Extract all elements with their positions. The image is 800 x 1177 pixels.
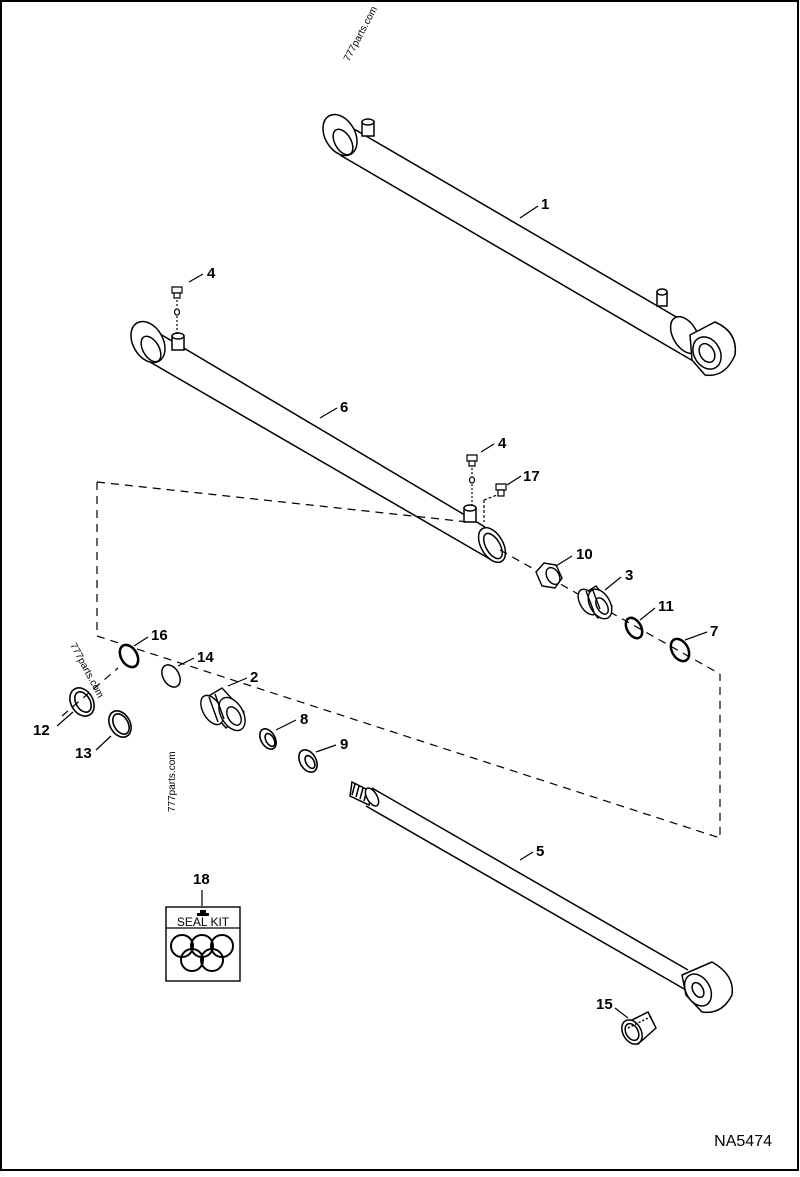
part-1-barrel[interactable]: [316, 108, 737, 377]
seal-kit-label: SEAL KIT: [177, 915, 230, 929]
seal-kit-icon: [197, 910, 209, 916]
callout-13: 13: [75, 745, 92, 762]
part-12-ring[interactable]: [65, 684, 99, 721]
callout-15: 15: [596, 996, 613, 1013]
part-2-head[interactable]: [196, 687, 250, 735]
callout-3: 3: [625, 567, 633, 584]
part-9-seal[interactable]: [295, 747, 321, 776]
callout-14: 14: [197, 649, 214, 666]
o-rings-icon: [170, 934, 234, 972]
callout-4-lower: 4: [498, 435, 507, 452]
part-17-plug[interactable]: [483, 483, 507, 522]
callout-7: 7: [710, 623, 718, 640]
part-18-seal-kit[interactable]: SEAL KIT: [165, 906, 241, 982]
part-11-ring[interactable]: [622, 615, 645, 641]
callout-5: 5: [536, 843, 544, 860]
part-16-ring[interactable]: [116, 642, 142, 671]
leader-lines: [56, 205, 708, 1019]
part-8-wiper[interactable]: [256, 726, 279, 752]
callout-12: 12: [33, 722, 50, 739]
part-10-nut[interactable]: [535, 562, 563, 589]
part-7-ring[interactable]: [667, 636, 693, 665]
callout-18: 18: [193, 871, 210, 888]
part-15-bushing[interactable]: [618, 1010, 657, 1048]
part-3-piston[interactable]: [574, 585, 617, 623]
callout-1: 1: [541, 196, 549, 213]
part-13-ring[interactable]: [104, 707, 135, 741]
watermark-top: 777parts.com: [342, 5, 380, 64]
callout-9: 9: [340, 736, 348, 753]
part-4-grease-fitting-upper[interactable]: [171, 286, 183, 334]
callout-10: 10: [576, 546, 593, 563]
callout-2: 2: [250, 669, 258, 686]
callout-4-upper: 4: [207, 265, 216, 282]
callout-11: 11: [658, 598, 674, 615]
part-5-rod[interactable]: [349, 780, 734, 1014]
part-4-grease-fitting-lower[interactable]: [466, 454, 478, 505]
watermark-middle: 777parts.com: [167, 751, 178, 812]
part-14-ring[interactable]: [158, 662, 184, 691]
callouts: 1 4 6 4 17 10 3 11 7 16 14 2 8 9 12 13 5…: [33, 196, 718, 1013]
callout-17: 17: [523, 468, 540, 485]
drawing-code: NA5474: [714, 1133, 772, 1150]
callout-8: 8: [300, 711, 308, 728]
callout-16: 16: [151, 627, 168, 644]
part-6-barrel[interactable]: [124, 315, 511, 567]
callout-6: 6: [340, 399, 348, 416]
assembly-guide-lines: [61, 481, 721, 839]
